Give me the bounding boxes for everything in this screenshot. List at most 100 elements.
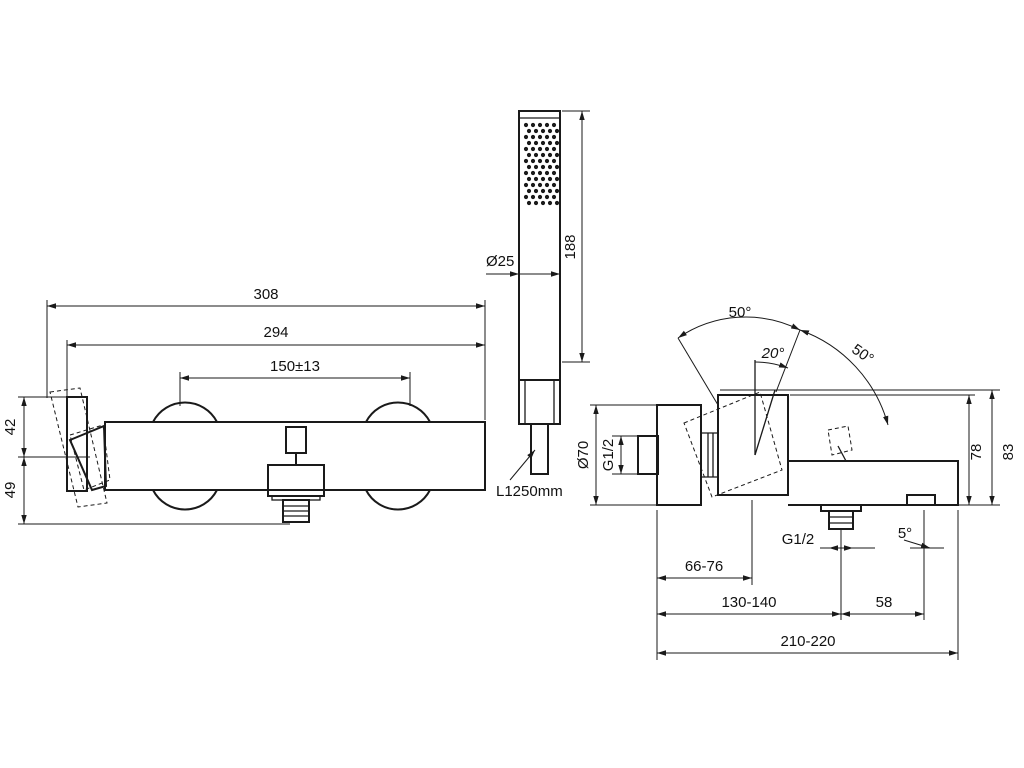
nozzle-dot: [533, 200, 539, 206]
nozzle-dot: [537, 194, 543, 200]
hand-shower-head: [518, 110, 561, 381]
side-wall-to-outlet: 130-140: [721, 594, 776, 611]
side-wall-to-spout: 210-220: [780, 633, 835, 650]
side-rosette-diameter: Ø70: [575, 441, 592, 469]
nozzle-dot: [526, 176, 532, 182]
nozzle-dot: [540, 128, 546, 134]
front-dim-height-upper: 42: [2, 419, 19, 436]
front-dim-centres: 150±13: [270, 358, 320, 375]
nozzle-dot: [526, 164, 532, 170]
nozzle-dot: [526, 152, 532, 158]
hose-leader: [509, 449, 536, 481]
nozzle-dot: [526, 200, 532, 206]
side-wall-rosette: [656, 404, 702, 506]
nozzle-dot: [544, 158, 550, 164]
nozzle-dot: [523, 194, 529, 200]
side-inlet-thread: G1/2: [600, 439, 617, 472]
nozzle-dot: [533, 140, 539, 146]
front-lever-dashed: [49, 387, 108, 508]
side-outlet-thread: G1/2: [782, 531, 815, 548]
front-mixer-body: [104, 421, 486, 491]
nozzle-dot: [530, 146, 536, 152]
front-dim-body: 294: [263, 324, 288, 341]
nozzle-dot: [523, 134, 529, 140]
nozzle-dot: [544, 182, 550, 188]
nozzle-dot: [554, 164, 560, 170]
nozzle-dot: [544, 146, 550, 152]
nozzle-dot: [530, 182, 536, 188]
nozzle-dot: [523, 122, 529, 128]
front-rosette-left-bottom: [152, 489, 218, 511]
nozzle-dot: [547, 188, 553, 194]
nozzle-dot: [537, 158, 543, 164]
nozzle-dot: [544, 122, 550, 128]
side-wall-to-lever: 66-76: [685, 558, 723, 575]
nozzle-dot: [523, 146, 529, 152]
nozzle-dot: [533, 188, 539, 194]
nozzle-dot: [540, 188, 546, 194]
side-spout-angle: 5°: [898, 525, 912, 542]
nozzle-dot: [537, 146, 543, 152]
nozzle-dot: [551, 146, 557, 152]
nozzle-dot: [523, 158, 529, 164]
side-angle-inner: 20°: [761, 345, 785, 362]
nozzle-dot: [523, 170, 529, 176]
hand-shower-length: 188: [562, 234, 579, 259]
hand-shower: 188 Ø25 L1250mm: [486, 110, 590, 500]
hose-length: L1250mm: [496, 483, 563, 500]
side-angle-total: 50°: [729, 304, 752, 321]
side-outlet-thread: [828, 510, 854, 530]
front-lever-dashed-inner: [69, 424, 111, 491]
nozzle-dot: [551, 182, 557, 188]
nozzle-dot: [530, 170, 536, 176]
nozzle-dot: [537, 170, 543, 176]
nozzle-dot: [554, 188, 560, 194]
side-spout: [788, 460, 959, 506]
nozzle-dot: [533, 164, 539, 170]
front-diverter-knob: [285, 426, 307, 454]
side-dim-spout-angle-line: [903, 539, 931, 549]
nozzle-dot: [530, 122, 536, 128]
nozzle-dot: [554, 200, 560, 206]
angle-arc-inner: [754, 361, 789, 369]
nozzle-dot: [554, 140, 560, 146]
side-height-83: 83: [1000, 444, 1017, 461]
nozzle-dot: [540, 176, 546, 182]
nozzle-dot: [530, 158, 536, 164]
front-rosette-left: [152, 401, 218, 423]
front-rosette-right: [365, 401, 431, 423]
nozzle-dot: [551, 158, 557, 164]
nozzle-dot: [530, 134, 536, 140]
nozzle-dot: [540, 200, 546, 206]
nozzle-dot: [523, 182, 529, 188]
nozzle-dot: [547, 152, 553, 158]
nozzle-dot: [551, 122, 557, 128]
nozzle-dot: [540, 140, 546, 146]
nozzle-dot: [547, 128, 553, 134]
angle-arc-total: [677, 316, 801, 339]
nozzle-dot: [526, 128, 532, 134]
side-outlet-to-spout: 58: [876, 594, 893, 611]
nozzle-dot: [547, 200, 553, 206]
side-inlet-connector: [637, 435, 659, 475]
nozzle-dot: [537, 182, 543, 188]
nozzle-dot: [537, 134, 543, 140]
nozzle-dot: [544, 170, 550, 176]
nozzle-dot: [526, 140, 532, 146]
front-dim-overall: 308: [253, 286, 278, 303]
nozzle-dot: [533, 128, 539, 134]
nozzle-dot: [551, 194, 557, 200]
front-wall-rosette: [66, 396, 88, 492]
front-dim-height-lower: 49: [2, 482, 19, 499]
nozzle-dot: [540, 164, 546, 170]
nozzle-dot: [554, 176, 560, 182]
hand-shower-nozzles: [523, 122, 560, 206]
front-rosette-right-bottom: [365, 489, 431, 511]
nozzle-dot: [544, 194, 550, 200]
side-view: 50° 20° 50° Ø70 G1/2 78 83 G1/2 5° 66-76…: [575, 304, 1017, 660]
nozzle-dot: [544, 134, 550, 140]
nozzle-dot: [526, 188, 532, 194]
nozzle-dot: [533, 152, 539, 158]
front-outlet-housing: [267, 464, 325, 497]
